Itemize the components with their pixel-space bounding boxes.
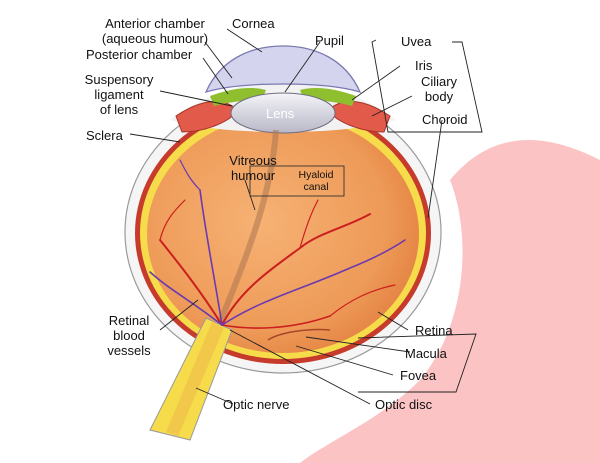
- label-uvea: Uvea: [401, 34, 432, 49]
- label-anterior-chamber-line1: Anterior chamber: [105, 16, 205, 31]
- cornea-shape: [204, 45, 362, 94]
- label-macula: Macula: [405, 346, 447, 361]
- label-iris: Iris: [415, 58, 433, 73]
- label-ciliary-line2: body: [424, 89, 454, 104]
- label-retinal-blood-vessels: Retinal blood vessels: [98, 313, 160, 358]
- label-ciliary-body: Ciliary body: [414, 74, 464, 104]
- lens-shape: [230, 92, 336, 134]
- label-ciliary-line1: Ciliary: [420, 74, 458, 89]
- iris-left: [210, 88, 266, 106]
- label-pupil: Pupil: [315, 33, 344, 48]
- label-hyaloid-line2: canal: [303, 181, 329, 193]
- macula-shape: [267, 328, 331, 341]
- label-vitreous-line1: Vitreous: [229, 153, 277, 168]
- label-hyaloid-line1: Hyaloid: [298, 169, 334, 181]
- optic-nerve-core: [166, 322, 224, 436]
- label-choroid: Choroid: [422, 112, 468, 127]
- label-cornea: Cornea: [232, 16, 275, 31]
- label-retina: Retina: [415, 323, 453, 338]
- label-retinal-line1: Retinal: [108, 313, 150, 328]
- label-anterior-chamber-line2: (aqueous humour): [101, 31, 209, 46]
- label-optic-disc: Optic disc: [375, 397, 433, 412]
- label-retinal-line3: vessels: [107, 343, 151, 358]
- label-sclera: Sclera: [86, 128, 123, 143]
- label-anterior-chamber: Anterior chamber (aqueous humour): [84, 16, 226, 46]
- leader-lines: [129, 28, 483, 405]
- label-posterior-chamber: Posterior chamber: [86, 47, 193, 62]
- iris-right: [300, 88, 356, 106]
- label-lens: Lens: [266, 106, 295, 121]
- label-hyaloid-canal: Hyaloid canal: [288, 169, 344, 193]
- label-suspensory-line2: ligament: [94, 87, 144, 102]
- background-left: [0, 0, 230, 463]
- label-fovea: Fovea: [400, 368, 437, 383]
- label-optic-nerve: Optic nerve: [223, 397, 290, 412]
- vitreous-body: [147, 115, 419, 353]
- retinal-blood-vessels: [149, 159, 406, 329]
- label-vitreous-line2: humour: [230, 168, 276, 183]
- hyaloid-canal-shape: [217, 129, 279, 324]
- label-suspensory-line1: Suspensory: [84, 72, 154, 87]
- label-suspensory-line3: of lens: [99, 102, 139, 117]
- hyaloid-box: [249, 165, 345, 197]
- label-suspensory-ligament: Suspensory ligament of lens: [80, 72, 158, 117]
- label-retinal-line2: blood: [113, 328, 145, 343]
- label-vitreous-humour: Vitreous humour: [220, 153, 286, 183]
